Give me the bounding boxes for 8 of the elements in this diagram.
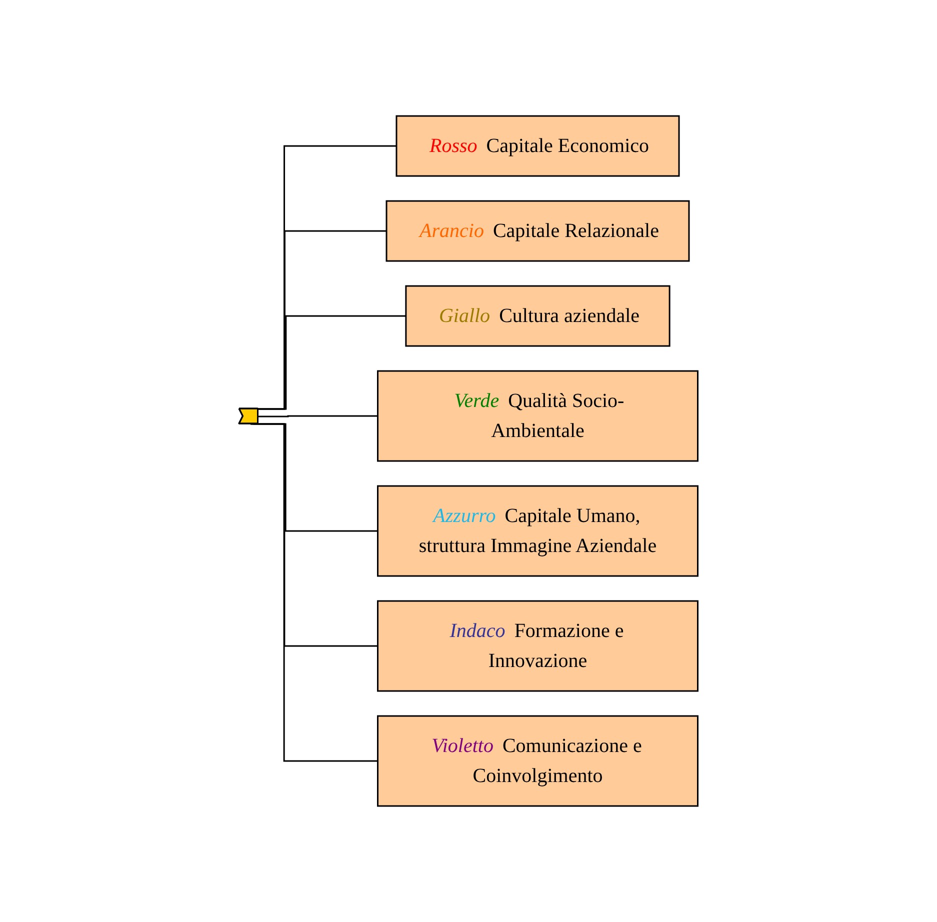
node-box: Indaco Formazione e Innovazione bbox=[377, 600, 699, 692]
node-box: Verde Qualità Socio-Ambientale bbox=[377, 370, 699, 462]
node-box: Azzurro Capitale Umano, struttura Immagine Aziendale bbox=[377, 485, 699, 577]
node-box: Rosso Capitale Economico bbox=[396, 115, 680, 177]
node-box: Arancio Capitale Relazionale bbox=[386, 200, 690, 262]
node-box: Violetto Comunicazione e Coinvolgimento bbox=[377, 715, 699, 807]
node-box: Giallo Cultura aziendale bbox=[405, 285, 670, 347]
connector bbox=[258, 415, 378, 418]
